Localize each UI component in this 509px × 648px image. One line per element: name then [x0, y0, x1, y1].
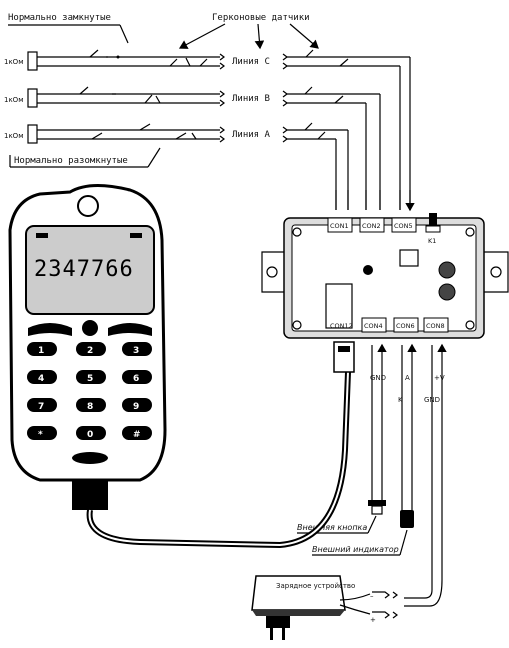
con12-label: CON12	[330, 322, 353, 330]
con8-label: CON8	[426, 322, 445, 330]
resistor-c	[27, 51, 38, 71]
resistor-b	[27, 88, 38, 108]
line-c: 1кОм Линия С	[4, 49, 411, 210]
controller-board: CON1 CON2 CON5 K1 CON12 CON4 CON6 CON8	[261, 213, 509, 339]
key-3: 3	[133, 346, 139, 356]
resistor-a	[27, 124, 38, 144]
charger-plus: +	[370, 616, 376, 624]
pin-gnd-1: GND	[370, 374, 386, 382]
label-reed-sensors: Герконовые датчики	[212, 13, 310, 23]
k1-label: K1	[428, 237, 436, 245]
pin-plus-v: +V	[434, 374, 445, 382]
resistor-label-c: 1кОм	[4, 58, 23, 66]
label-external-button: Внешняя кнопка	[297, 523, 367, 532]
key-hash: #	[133, 430, 141, 440]
key-4: 4	[38, 374, 44, 384]
label-line-a: Линия А	[232, 130, 271, 140]
charger-minus: –	[370, 592, 374, 600]
key-0: 0	[87, 430, 93, 440]
con1-label: CON1	[330, 222, 349, 230]
key-5: 5	[87, 374, 93, 384]
key-star: *	[38, 430, 43, 440]
con2-label: CON2	[362, 222, 381, 230]
label-line-b: Линия В	[232, 94, 270, 104]
key-8: 8	[87, 402, 93, 412]
label-external-indicator: Внешний индикатор	[312, 545, 399, 554]
line-b: 1кОм Линия В	[4, 86, 381, 210]
con6-label: CON6	[396, 322, 415, 330]
con5-label: CON5	[394, 222, 413, 230]
pin-k: K	[398, 396, 403, 404]
svg-text:1кОм: 1кОм	[4, 96, 23, 104]
mobile-phone: 2347766 1 2 3 4 5 6 7 8 9 * 0	[8, 184, 167, 510]
key-2: 2	[87, 346, 93, 356]
key-9: 9	[133, 402, 139, 412]
line-a: 1кОм Линия А	[4, 122, 349, 210]
charger-label: Зарядное устройство	[276, 582, 355, 590]
phone-display: 2347766	[34, 257, 134, 282]
label-normally-closed: Нормально замкнутые	[8, 13, 111, 23]
label-normally-open: Нормально разомкнутые	[14, 156, 128, 166]
key-6: 6	[133, 374, 139, 384]
pin-a: A	[405, 374, 410, 382]
charger: Зарядное устройство – +	[251, 575, 398, 640]
key-7: 7	[38, 402, 44, 412]
key-1: 1	[38, 346, 44, 356]
phone-keypad: 1 2 3 4 5 6 7 8 9 * 0 #	[27, 342, 152, 440]
output-wires: GND A +V K GND	[368, 345, 445, 607]
con4-label: CON4	[364, 322, 383, 330]
label-line-c: Линия С	[232, 57, 270, 67]
pin-gnd-2: GND	[424, 396, 440, 404]
svg-text:1кОм: 1кОм	[4, 132, 23, 140]
